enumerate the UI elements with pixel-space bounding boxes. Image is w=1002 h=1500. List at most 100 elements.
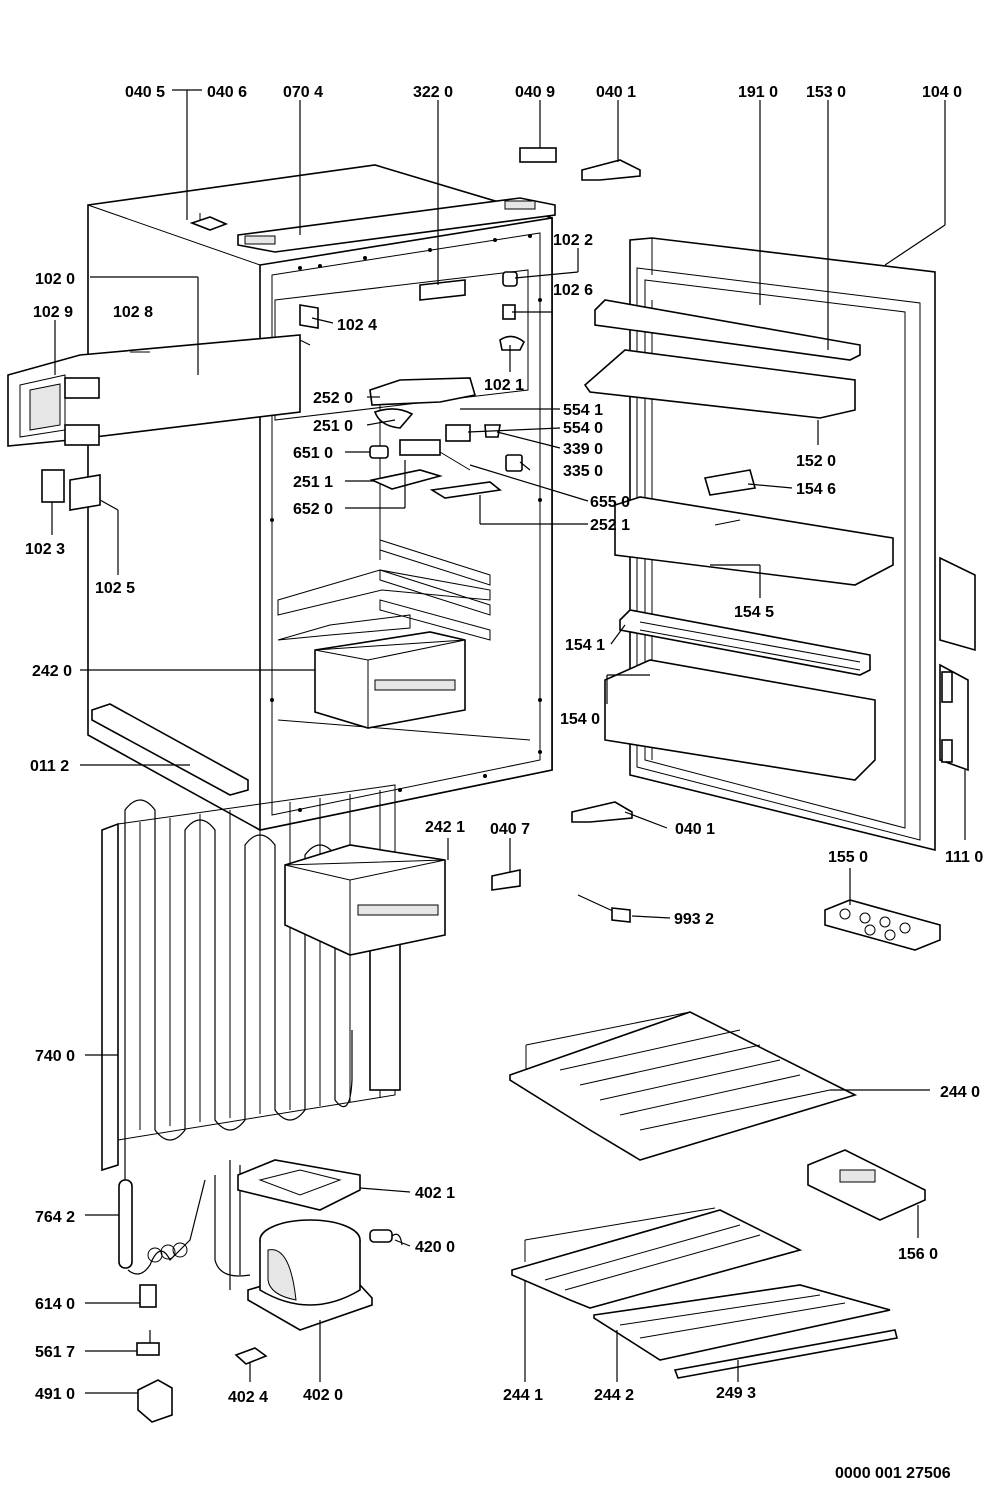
egg-tray xyxy=(824,899,941,951)
relay-6140 xyxy=(139,1284,157,1308)
label-2420: 242 0 xyxy=(32,663,72,680)
shelf-2442 xyxy=(593,1284,891,1361)
filter-drier xyxy=(118,1179,206,1275)
label-1545: 154 5 xyxy=(734,604,774,621)
door-shelf-top xyxy=(594,299,861,361)
shelf-2441 xyxy=(511,1207,803,1309)
label-7400: 740 0 xyxy=(35,1048,75,1065)
door-shelf-1520 xyxy=(583,349,856,419)
label-6510: 651 0 xyxy=(293,445,333,462)
label-0704: 070 4 xyxy=(283,84,323,101)
label-2511: 251 1 xyxy=(293,474,333,491)
label-1520: 152 0 xyxy=(796,453,836,470)
label-0401-top: 040 1 xyxy=(596,84,636,101)
bracket-1024 xyxy=(299,304,319,329)
label-1541: 154 1 xyxy=(565,637,605,654)
label-1020: 102 0 xyxy=(35,271,75,288)
label-2510: 251 0 xyxy=(313,418,353,435)
label-3220: 322 0 xyxy=(413,84,453,101)
label-3350: 335 0 xyxy=(563,463,603,480)
label-0409: 040 9 xyxy=(515,84,555,101)
label-5541: 554 1 xyxy=(563,402,603,419)
label-2441: 244 1 xyxy=(503,1387,543,1404)
label-5540: 554 0 xyxy=(563,420,603,437)
label-1024: 102 4 xyxy=(337,317,377,334)
label-1023: 102 3 xyxy=(25,541,65,558)
label-1021: 102 1 xyxy=(484,377,524,394)
lamp-holder xyxy=(41,469,65,503)
label-1026: 102 6 xyxy=(553,282,593,299)
label-1560: 156 0 xyxy=(898,1246,938,1263)
label-4910: 491 0 xyxy=(35,1386,75,1403)
label-1029: 102 9 xyxy=(33,304,73,321)
label-4021: 402 1 xyxy=(415,1185,455,1202)
label-1530: 153 0 xyxy=(806,84,846,101)
label-2442: 244 2 xyxy=(594,1387,634,1404)
overload-5617 xyxy=(136,1330,160,1356)
label-9932: 993 2 xyxy=(674,911,714,928)
label-0406: 040 6 xyxy=(207,84,247,101)
label-6550: 655 0 xyxy=(590,494,630,511)
door-shelf-grid xyxy=(639,621,861,671)
crisper-drawer xyxy=(277,614,466,729)
capacitor xyxy=(369,1229,403,1246)
part-labels: 040 5 040 6 070 4 322 0 040 9 040 1 191 … xyxy=(25,84,983,1482)
door-bin-1540 xyxy=(604,659,876,781)
condenser xyxy=(101,784,401,1180)
label-2521: 252 1 xyxy=(590,517,630,534)
label-2440: 244 0 xyxy=(940,1084,980,1101)
lamp-cover-small xyxy=(69,474,101,511)
cabinet-holes xyxy=(270,234,542,812)
label-0405: 040 5 xyxy=(125,84,165,101)
label-1028: 102 8 xyxy=(113,304,153,321)
drip-tray xyxy=(237,1159,361,1211)
top-clip xyxy=(189,213,229,231)
label-5617: 561 7 xyxy=(35,1344,75,1361)
label-1022: 102 2 xyxy=(553,232,593,249)
label-2493: 249 3 xyxy=(716,1385,756,1402)
door-handle xyxy=(939,556,976,772)
label-7642: 764 2 xyxy=(35,1209,75,1226)
rail xyxy=(91,703,249,796)
label-1110: 111 0 xyxy=(945,849,983,866)
condenser-fins xyxy=(139,790,381,1130)
bracket-0401b xyxy=(571,801,633,823)
label-0401-lower: 040 1 xyxy=(675,821,715,838)
label-0112: 011 2 xyxy=(30,758,69,775)
label-2421: 242 1 xyxy=(425,819,465,836)
crisper-2421 xyxy=(284,844,446,956)
leader-lines xyxy=(51,89,966,1394)
lamp-9932 xyxy=(577,894,631,923)
label-4200: 420 0 xyxy=(415,1239,455,1256)
door-shelf-1541 xyxy=(619,609,871,676)
label-1546: 154 6 xyxy=(796,481,836,498)
clip-0407 xyxy=(491,869,521,891)
thermostat-parts xyxy=(499,271,525,351)
label-6520: 652 0 xyxy=(293,501,333,518)
clip-4024 xyxy=(234,1347,268,1365)
ice-tray xyxy=(807,1149,926,1221)
label-6140: 614 0 xyxy=(35,1296,75,1313)
label-2520: 252 0 xyxy=(313,390,353,407)
door xyxy=(583,237,936,852)
compressor xyxy=(214,1160,373,1331)
drawing-number: 0000 001 27506 xyxy=(835,1465,951,1482)
label-0407: 040 7 xyxy=(490,821,530,838)
shelf-2440 xyxy=(509,1011,858,1161)
clip-1546 xyxy=(703,469,757,496)
bracket-0401a xyxy=(581,159,641,181)
lamp-housing xyxy=(7,334,311,447)
door-bin-1545 xyxy=(614,496,894,586)
label-3390: 339 0 xyxy=(563,441,603,458)
label-1025: 102 5 xyxy=(95,580,135,597)
label-1540: 154 0 xyxy=(560,711,600,728)
label-1550: 155 0 xyxy=(828,849,868,866)
cover-4910 xyxy=(137,1379,173,1423)
thermostat-assembly xyxy=(369,377,523,499)
label-4020: 402 0 xyxy=(303,1387,343,1404)
vent-strip xyxy=(237,197,556,253)
label-4024: 402 4 xyxy=(228,1389,268,1406)
bracket-3220 xyxy=(419,279,466,301)
bracket-0409 xyxy=(519,147,557,163)
